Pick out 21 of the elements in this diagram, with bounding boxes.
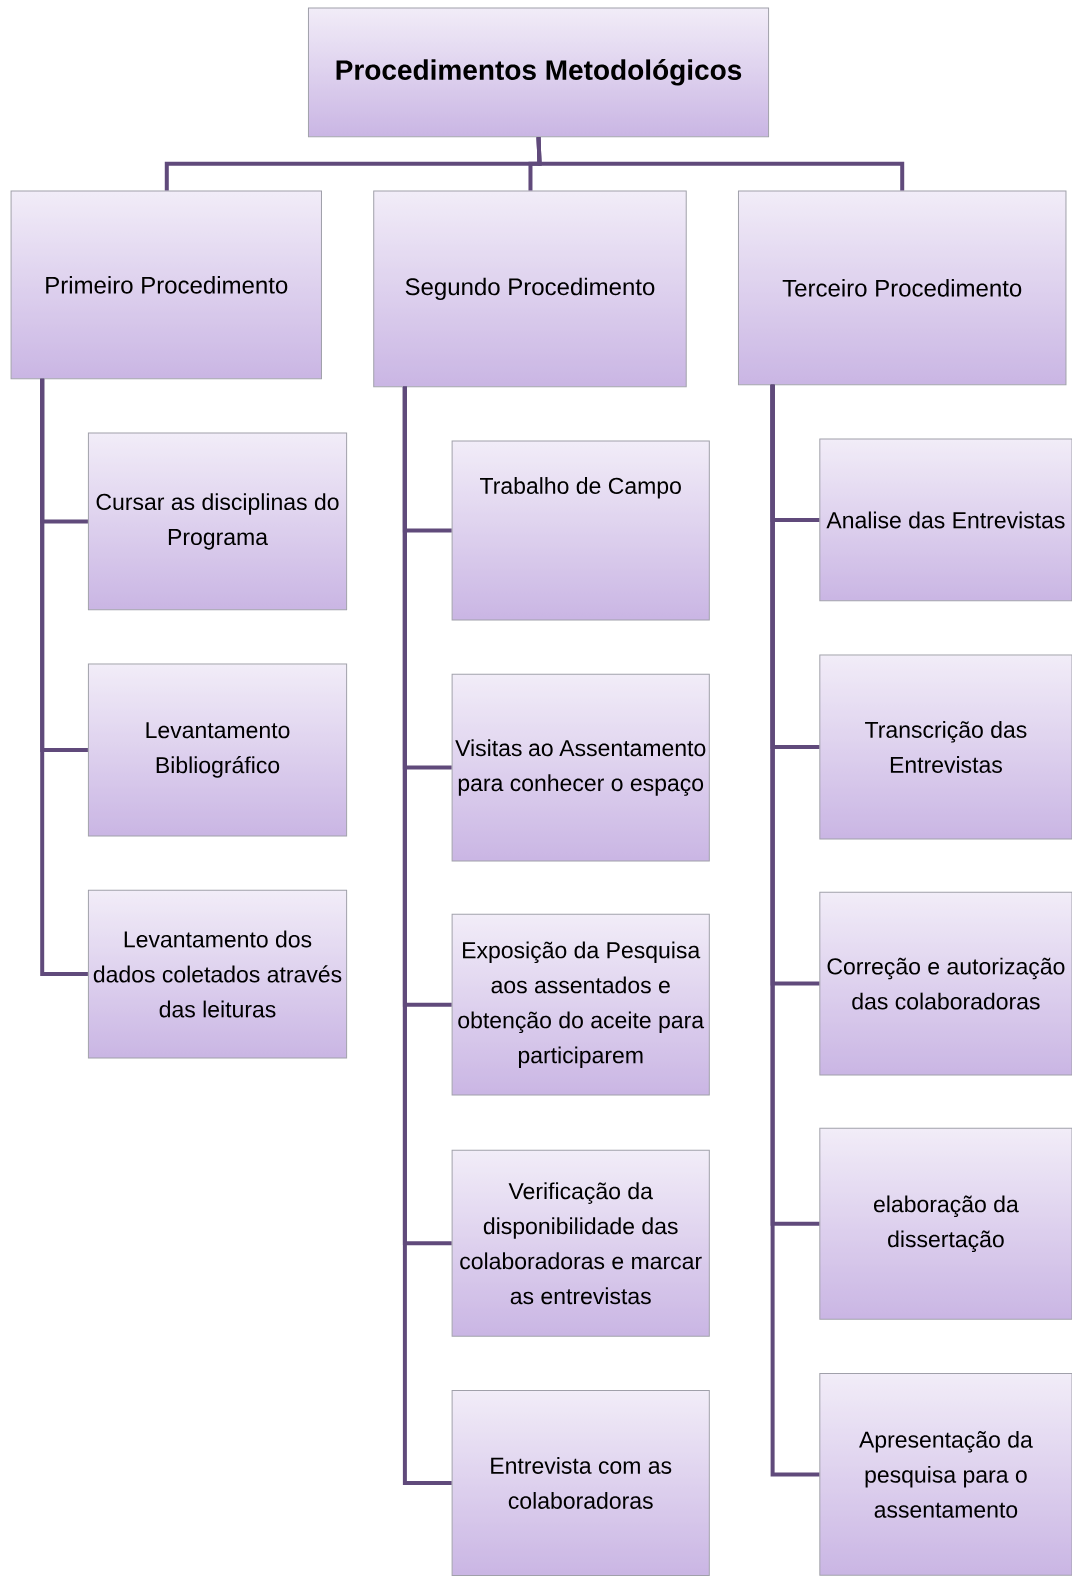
connector-line	[770, 384, 820, 1477]
procedure-box: Primeiro Procedimento	[10, 190, 322, 380]
step-box: Cursar as disciplinas do Programa	[87, 432, 348, 611]
connector-line	[40, 378, 88, 977]
step-box: Analise das Entrevistas	[819, 438, 1072, 602]
step-box: Exposição da Pesquisa aos assentados e obtenção do aceite para participarem	[451, 913, 710, 1096]
step-box: Correção e autorização das colaboradoras	[819, 891, 1072, 1076]
connector-line	[402, 386, 452, 1485]
step-box: Levantamento Bibliográfico	[87, 663, 348, 837]
step-box: Entrevista com as colaboradoras	[451, 1390, 710, 1576]
procedure-box: Segundo Procedimento	[373, 190, 687, 388]
step-box: Levantamento dos dados coletados através das leituras	[87, 889, 348, 1059]
procedure-box: Terceiro Procedimento	[737, 190, 1067, 386]
step-box: Visitas ao Assentamento para conhecer o espaço	[451, 673, 710, 862]
title-box: Procedimentos Metodológicos	[307, 7, 770, 138]
connector-line	[536, 137, 905, 191]
step-box: Transcrição das Entrevistas	[819, 654, 1072, 840]
step-box: Trabalho de Campo	[451, 440, 710, 621]
step-box: elaboração da dissertação	[819, 1127, 1072, 1320]
step-box: Apresentação da pesquisa para o assentamento	[819, 1372, 1072, 1576]
step-box: Verificação da disponibilidade das colaboradoras e marcar as entrevistas	[451, 1149, 710, 1337]
